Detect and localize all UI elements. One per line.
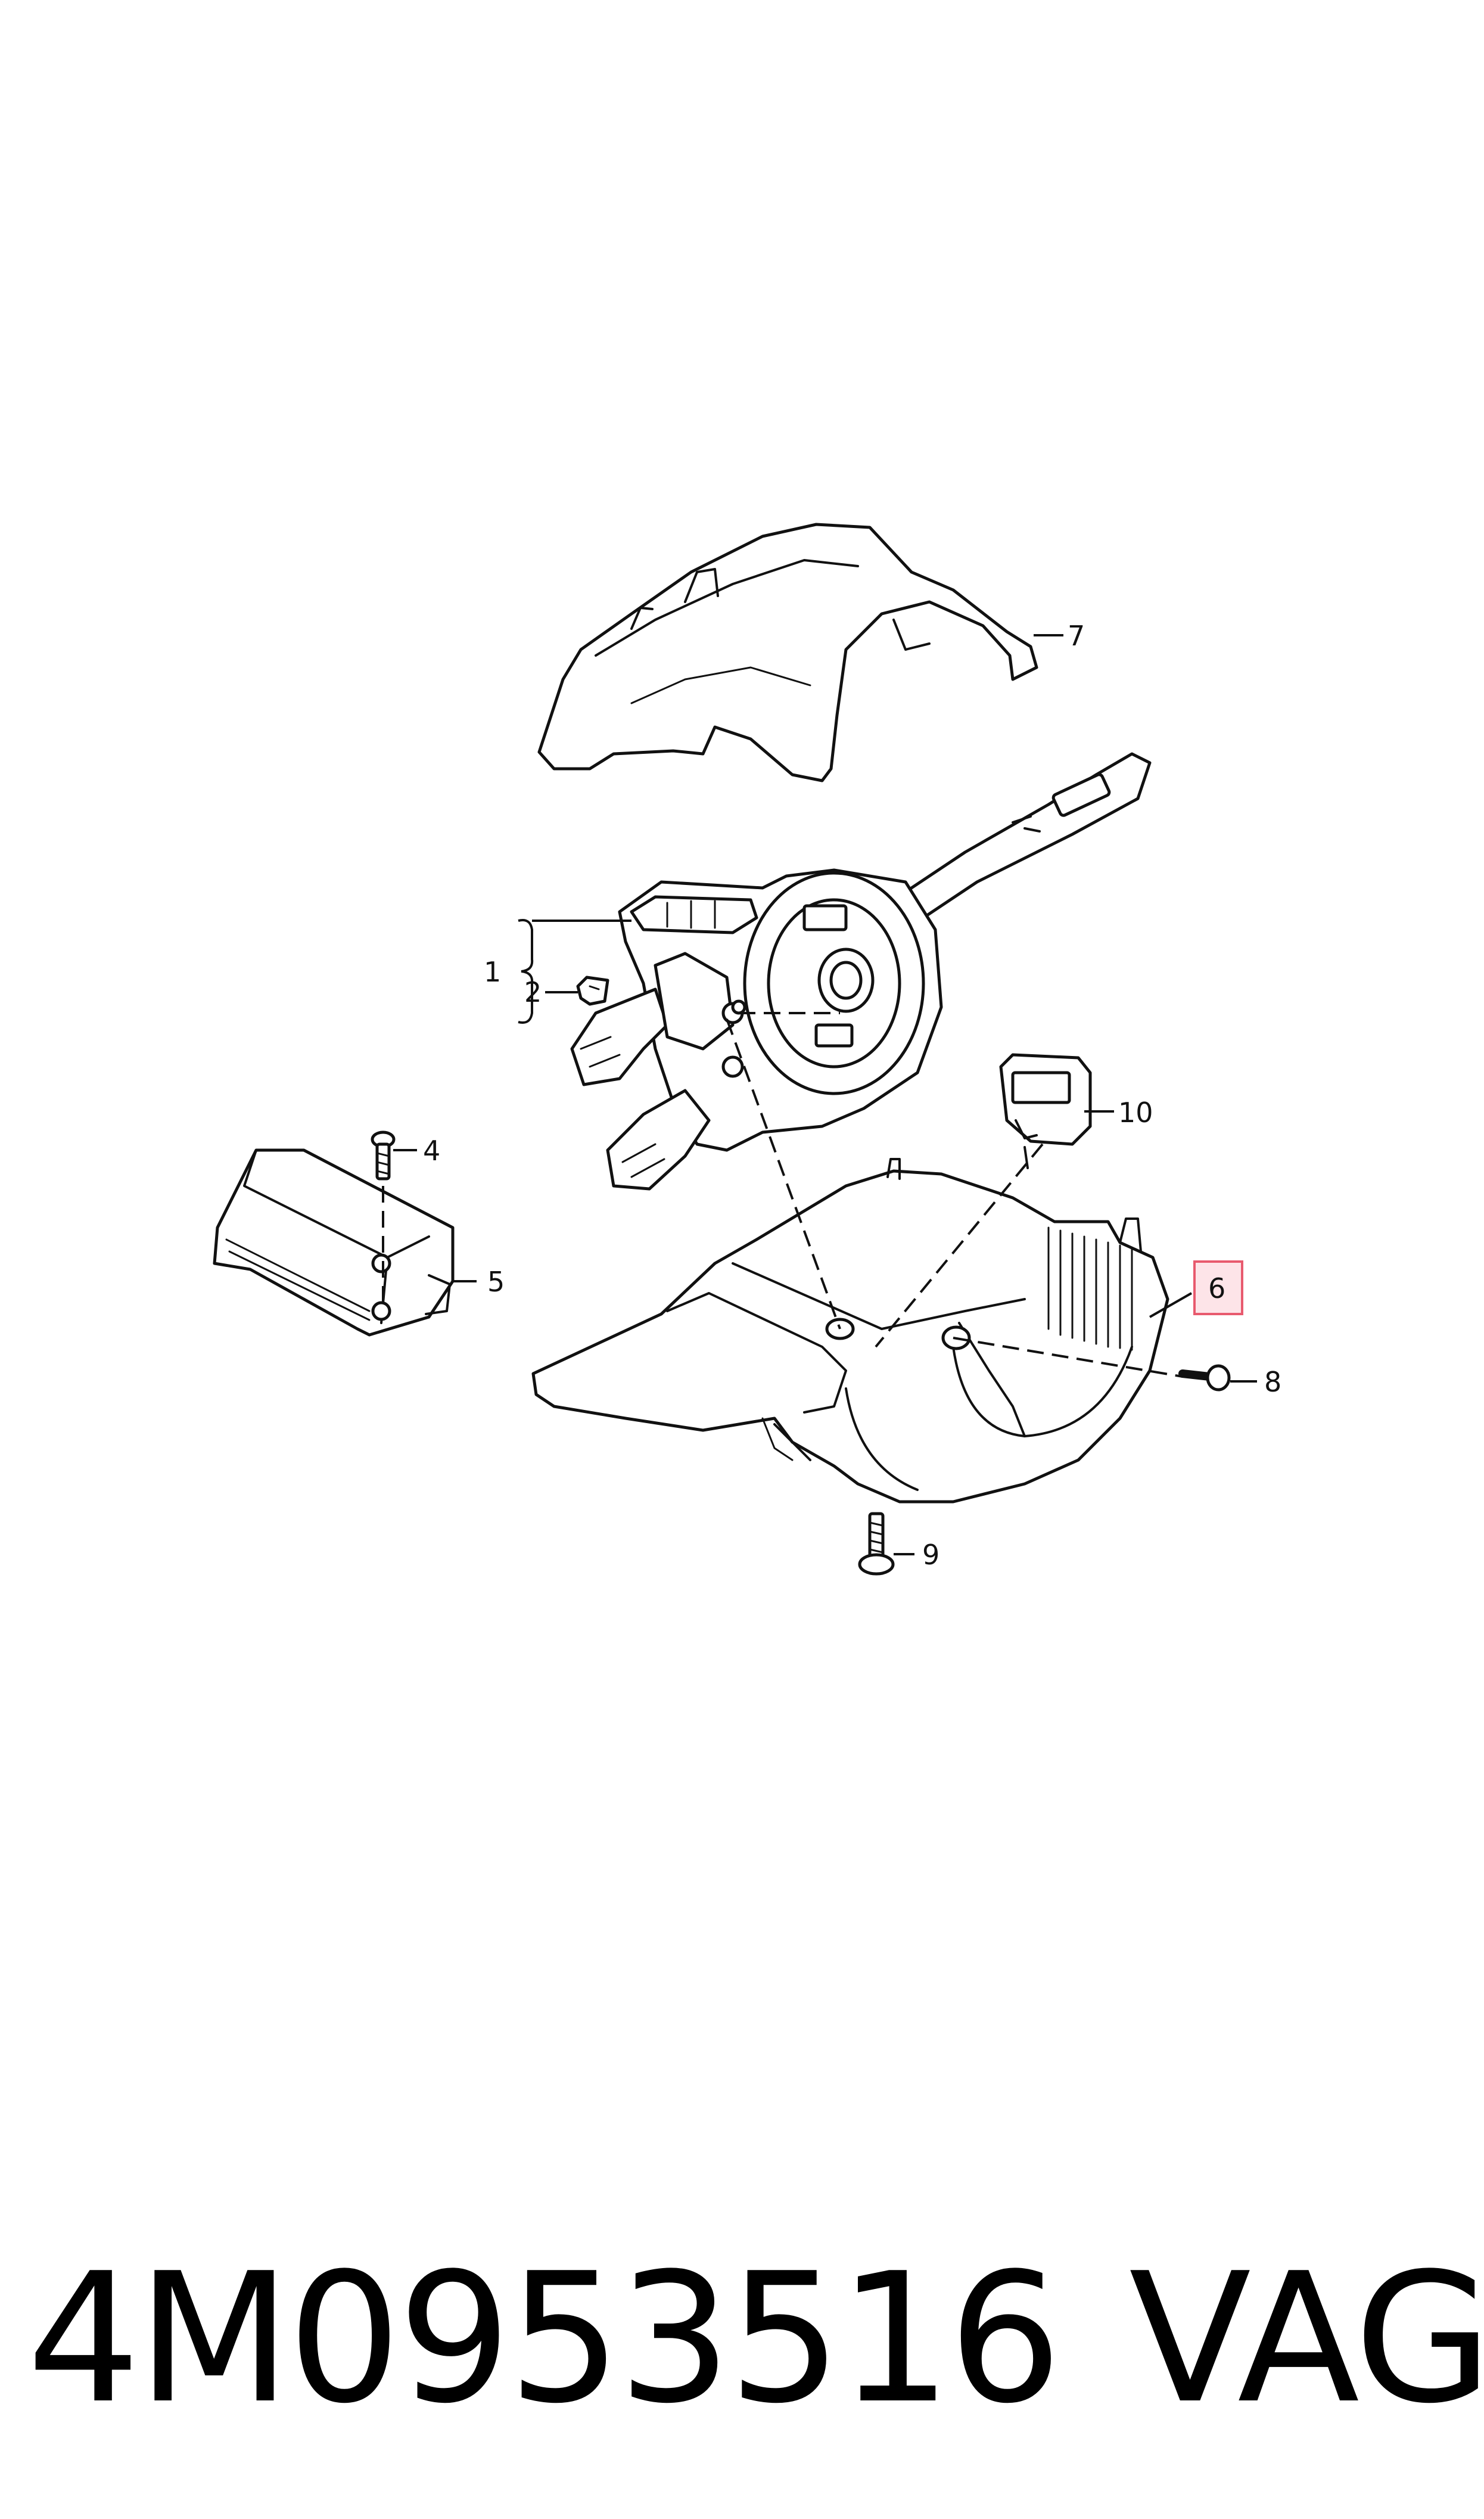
callout-7: 7 [1068,620,1085,652]
upper-column-trim-part-7 [537,523,1038,782]
part-number: 4M0953516 [27,2235,1062,2443]
screw-part-9 [858,1512,895,1576]
leader-lines [393,634,1257,1555]
switch-connector-part-10 [999,1053,1092,1169]
callout-1: 1 [484,956,501,988]
callout-6: 6 [1208,1272,1225,1304]
callout-2: 2 [524,976,542,1008]
callout-9: 9 [922,1539,939,1571]
control-unit-part-5 [213,1148,455,1337]
screw-part-4 [371,1130,396,1181]
screw-part-8 [1178,1364,1231,1391]
steering-column-switch-part-1 [570,752,1152,1191]
highlight-box-6 [1193,1260,1243,1315]
callout-10: 10 [1118,1097,1153,1129]
callout-8: 8 [1264,1366,1281,1398]
clip-part-2 [576,976,609,1006]
brand-name: VAG [1129,2235,1484,2443]
lower-column-trim-part-6 [531,1158,1169,1504]
callout-4: 4 [423,1135,440,1167]
assembly-lines [382,1012,1183,1378]
callout-5: 5 [487,1266,505,1298]
